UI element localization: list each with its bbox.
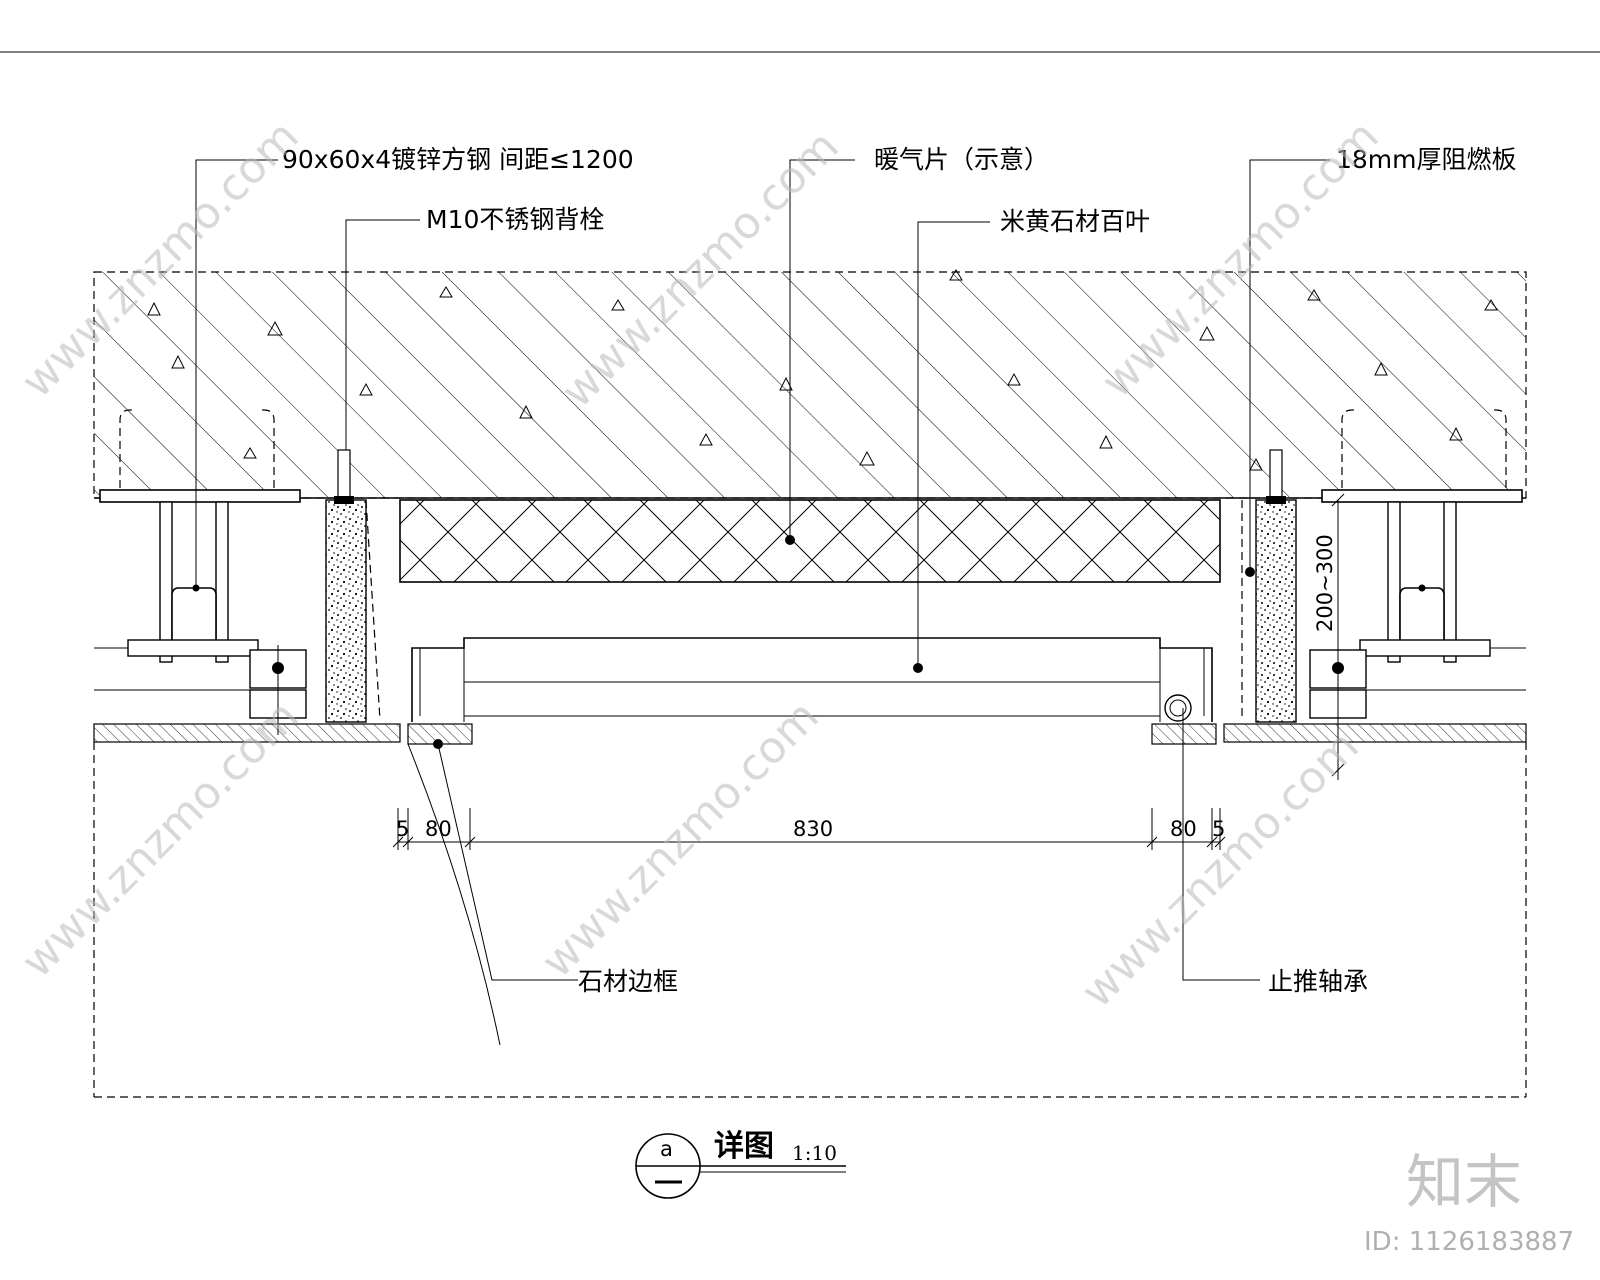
left-steel-bracket — [99, 489, 307, 735]
anchor-hooks — [119, 409, 1507, 488]
lower-boundary — [93, 742, 1527, 1098]
watermark-brand: 知末 — [1406, 1148, 1522, 1216]
radiator — [399, 499, 1221, 583]
fire-board-right — [1241, 449, 1297, 723]
leader-lines — [195, 159, 1330, 981]
concrete-slab — [93, 269, 1527, 499]
finish-strips — [93, 723, 1527, 745]
title-scale: 1:10 — [792, 1141, 837, 1165]
stone-louver — [411, 637, 1213, 722]
label-radiator: 暖气片（示意） — [874, 145, 1049, 174]
dimension-chain — [392, 808, 1226, 850]
leader-dots — [342, 496, 1280, 749]
fire-board-left — [325, 449, 381, 723]
dimension-5-left: 5 — [396, 817, 409, 841]
label-back-bolt: M10不锈钢背栓 — [426, 205, 604, 234]
title-text: 详图 — [714, 1129, 774, 1164]
dimension-80-right: 80 — [1170, 817, 1197, 841]
dimension-830: 830 — [793, 817, 833, 841]
label-steel-tube: 90x60x4镀锌方钢 间距≤1200 — [282, 145, 634, 174]
label-stone-frame: 石材边框 — [578, 967, 678, 996]
label-height-range: 200~300 — [1313, 534, 1337, 632]
dimension-5-right: 5 — [1212, 817, 1225, 841]
label-fire-board: 18mm厚阻燃板 — [1336, 145, 1517, 174]
watermark-site-5: www.znzmo.com — [532, 691, 829, 988]
title-block — [635, 1133, 846, 1199]
watermark-id: ID: 1126183887 — [1364, 1227, 1574, 1257]
height-dimension — [1331, 493, 1345, 780]
dimension-80-left: 80 — [425, 817, 452, 841]
title-symbol: a — [660, 1137, 673, 1161]
wall-lines — [94, 647, 1526, 691]
label-louver: 米黄石材百叶 — [1000, 207, 1150, 236]
label-thrust-bearing: 止推轴承 — [1268, 967, 1368, 996]
swing-arc — [407, 743, 501, 1046]
